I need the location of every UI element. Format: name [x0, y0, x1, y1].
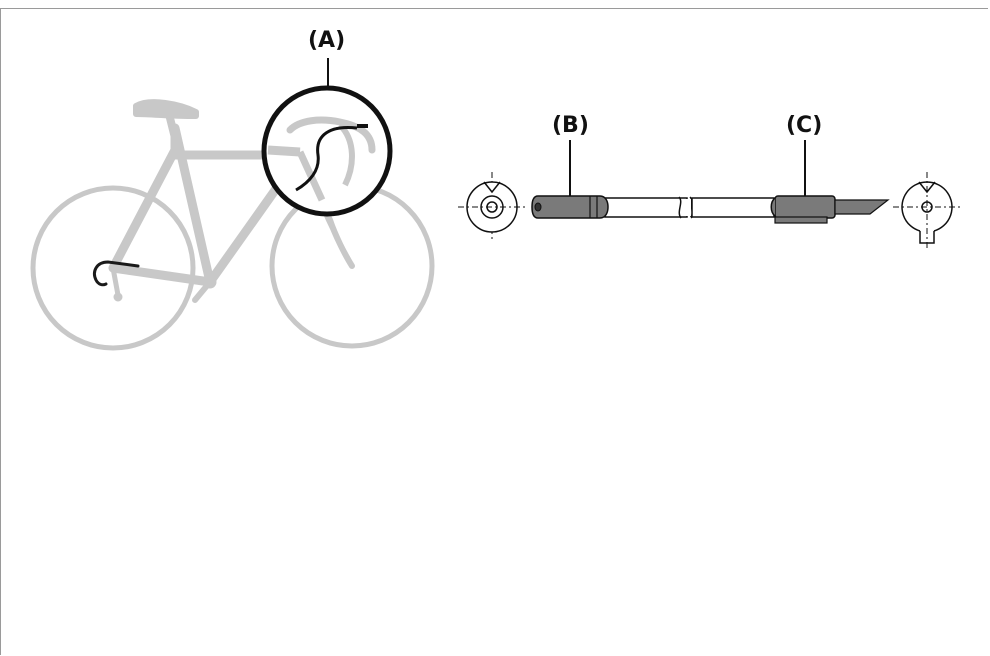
diagram-frame	[0, 8, 988, 655]
rear-wheel	[30, 185, 196, 351]
label-b: (B)	[552, 113, 589, 138]
outer-cap-c	[770, 195, 890, 224]
outer-cap-b	[531, 195, 609, 219]
chainring	[203, 275, 217, 289]
rear-shift-cable	[93, 260, 140, 287]
left-end-section	[458, 172, 528, 242]
front-shift-cable	[295, 125, 358, 192]
saddle	[133, 99, 199, 119]
derailleur	[110, 265, 121, 298]
detail-circle-a	[261, 58, 393, 217]
cable-assembly	[531, 140, 890, 224]
cable-housing-right	[691, 197, 775, 218]
cable-housing-left	[604, 197, 688, 218]
right-end-section	[893, 172, 963, 250]
label-c: (C)	[786, 113, 822, 138]
label-a: (A)	[308, 28, 345, 53]
